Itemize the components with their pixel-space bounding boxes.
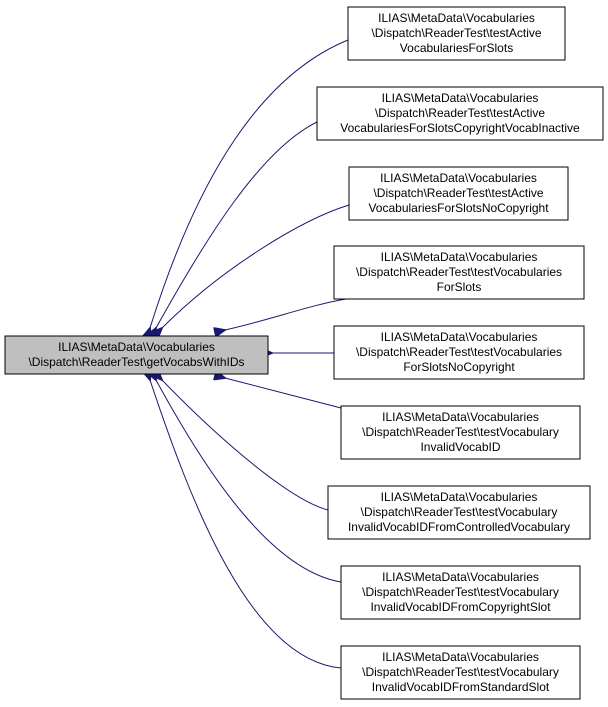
call-edge-2 — [156, 121, 318, 328]
edges — [150, 39, 350, 669]
call-edge-6 — [225, 378, 342, 409]
caller-node-8-box — [340, 565, 581, 620]
call-edge-7 — [162, 380, 329, 511]
caller-node-3-label-line: \Dispatch\ReaderTest\testActive — [373, 186, 543, 200]
caller-node-3-box — [348, 166, 569, 221]
caller-node-7-label-line: ILIAS\MetaData\Vocabularies — [381, 490, 538, 504]
caller-node-5-label-line: \Dispatch\ReaderTest\testVocabularies — [356, 345, 562, 359]
caller-node-2-box — [316, 86, 604, 141]
caller-node-1-label-line: \Dispatch\ReaderTest\testActive — [371, 26, 541, 40]
caller-node-1-label-line: ILIAS\MetaData\Vocabularies — [378, 11, 535, 25]
caller-node-5[interactable]: ILIAS\MetaData\Vocabularies\Dispatch\Rea… — [333, 325, 585, 380]
caller-node-7-label-line: \Dispatch\ReaderTest\testVocabulary — [361, 505, 558, 519]
caller-node-6-label-line: \Dispatch\ReaderTest\testVocabulary — [362, 425, 559, 439]
caller-node-4[interactable]: ILIAS\MetaData\Vocabularies\Dispatch\Rea… — [333, 245, 585, 300]
caller-node-9-label-line: ILIAS\MetaData\Vocabularies — [382, 650, 539, 664]
caller-node-9[interactable]: ILIAS\MetaData\Vocabularies\Dispatch\Rea… — [340, 645, 581, 700]
call-edge-4 — [225, 298, 347, 330]
caller-node-7-label-line: InvalidVocabIDFromControlledVocabulary — [348, 520, 570, 534]
caller-node-6-box — [340, 405, 581, 460]
caller-node-4-label-line: ForSlots — [437, 280, 482, 294]
caller-node-7-box — [327, 485, 591, 540]
caller-node-6-label-line: ILIAS\MetaData\Vocabularies — [382, 410, 539, 424]
call-edge-3 — [162, 204, 350, 328]
focus-node-getVocabsWithIDs[interactable]: ILIAS\MetaData\Vocabularies\Dispatch\Rea… — [4, 335, 269, 375]
caller-node-8-label-line: InvalidVocabIDFromCopyrightSlot — [370, 600, 551, 614]
caller-node-9-label-line: \Dispatch\ReaderTest\testVocabulary — [362, 665, 559, 679]
caller-node-1-label-line: VocabulariesForSlots — [400, 41, 513, 55]
caller-node-2-label-line: ILIAS\MetaData\Vocabularies — [382, 91, 539, 105]
caller-node-4-label-line: ILIAS\MetaData\Vocabularies — [381, 250, 538, 264]
caller-node-4-box — [333, 245, 585, 300]
caller-node-8-label-line: \Dispatch\ReaderTest\testVocabulary — [362, 585, 559, 599]
focus-node-getVocabsWithIDs-label-line: \Dispatch\ReaderTest\getVocabsWithIDs — [28, 355, 244, 369]
caller-node-9-box — [340, 645, 581, 700]
caller-node-2-label-line: VocabulariesForSlotsCopyrightVocabInacti… — [340, 121, 580, 135]
caller-node-6[interactable]: ILIAS\MetaData\Vocabularies\Dispatch\Rea… — [340, 405, 581, 460]
focus-node-getVocabsWithIDs-box — [4, 335, 269, 375]
caller-node-3-label-line: VocabulariesForSlotsNoCopyright — [368, 201, 549, 215]
caller-node-9-label-line: InvalidVocabIDFromStandardSlot — [372, 680, 550, 694]
caller-node-8-label-line: ILIAS\MetaData\Vocabularies — [382, 570, 539, 584]
caller-node-2[interactable]: ILIAS\MetaData\Vocabularies\Dispatch\Rea… — [316, 86, 604, 141]
caller-node-8[interactable]: ILIAS\MetaData\Vocabularies\Dispatch\Rea… — [340, 565, 581, 620]
caller-node-1-box — [347, 6, 566, 61]
nodes: ILIAS\MetaData\Vocabularies\Dispatch\Rea… — [4, 6, 604, 700]
caller-node-2-label-line: \Dispatch\ReaderTest\testActive — [375, 106, 545, 120]
caller-node-4-label-line: \Dispatch\ReaderTest\testVocabularies — [356, 265, 562, 279]
caller-node-5-label-line: ILIAS\MetaData\Vocabularies — [381, 330, 538, 344]
call-edge-1 — [150, 39, 349, 328]
caller-node-7[interactable]: ILIAS\MetaData\Vocabularies\Dispatch\Rea… — [327, 485, 591, 540]
caller-node-3-label-line: ILIAS\MetaData\Vocabularies — [380, 171, 537, 185]
call-edge-9 — [150, 380, 342, 669]
caller-node-6-label-line: InvalidVocabID — [420, 440, 500, 454]
focus-node-getVocabsWithIDs-label-line: ILIAS\MetaData\Vocabularies — [58, 340, 215, 354]
caller-node-5-box — [333, 325, 585, 380]
caller-node-3[interactable]: ILIAS\MetaData\Vocabularies\Dispatch\Rea… — [348, 166, 569, 221]
call-edge-8 — [156, 380, 342, 583]
caller-node-1[interactable]: ILIAS\MetaData\Vocabularies\Dispatch\Rea… — [347, 6, 566, 61]
caller-node-5-label-line: ForSlotsNoCopyright — [403, 360, 515, 374]
